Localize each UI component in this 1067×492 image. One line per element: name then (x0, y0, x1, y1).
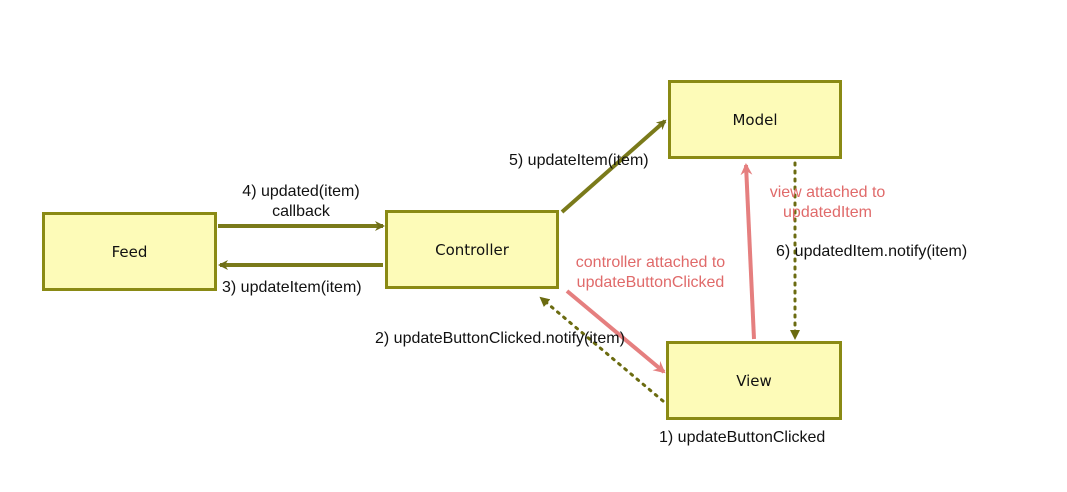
edge-label-update-item-model: 5) updateItem(item) (509, 152, 649, 169)
arrow-view-to-controller-dotted (539, 296, 665, 403)
annotation-view-attached: view attached to updatedItem (755, 183, 900, 223)
annotation-controller-attached-line1: controller attached to (575, 254, 726, 271)
edge-label-callback: callback (272, 203, 330, 220)
controller-node: Controller (385, 210, 559, 289)
edge-label-update-item-feed: 3) updateItem(item) (222, 279, 362, 296)
model-node-label: Model (732, 110, 778, 129)
annotation-view-attached-line1: view attached to (769, 184, 886, 201)
feed-node: Feed (42, 212, 217, 291)
arrow-controller-to-model (560, 119, 667, 214)
edge-label-update-button-clicked: 1) updateButtonClicked (659, 429, 826, 446)
feed-node-label: Feed (111, 242, 148, 261)
edge-label-updated-callback: 4) updated(item) callback (226, 182, 376, 222)
controller-node-label: Controller (435, 240, 509, 259)
annotation-controller-attached: controller attached to updateButtonClick… (558, 253, 743, 293)
annotation-controller-attached-line2: updateButtonClicked (576, 274, 725, 291)
edge-label-updated-item-notify: 6) updatedItem.notify(item) (776, 243, 968, 260)
arrow-view-to-model (740, 163, 756, 340)
arrow-controller-to-view (565, 289, 666, 374)
model-node: Model (668, 80, 842, 159)
view-node-label: View (736, 371, 772, 390)
edge-label-update-button-notify: 2) updateButtonClicked.notify(item) (375, 330, 625, 347)
view-node: View (666, 341, 842, 420)
annotation-view-attached-line2: updatedItem (783, 204, 872, 221)
edge-label-updated: 4) updated(item) (242, 183, 360, 200)
